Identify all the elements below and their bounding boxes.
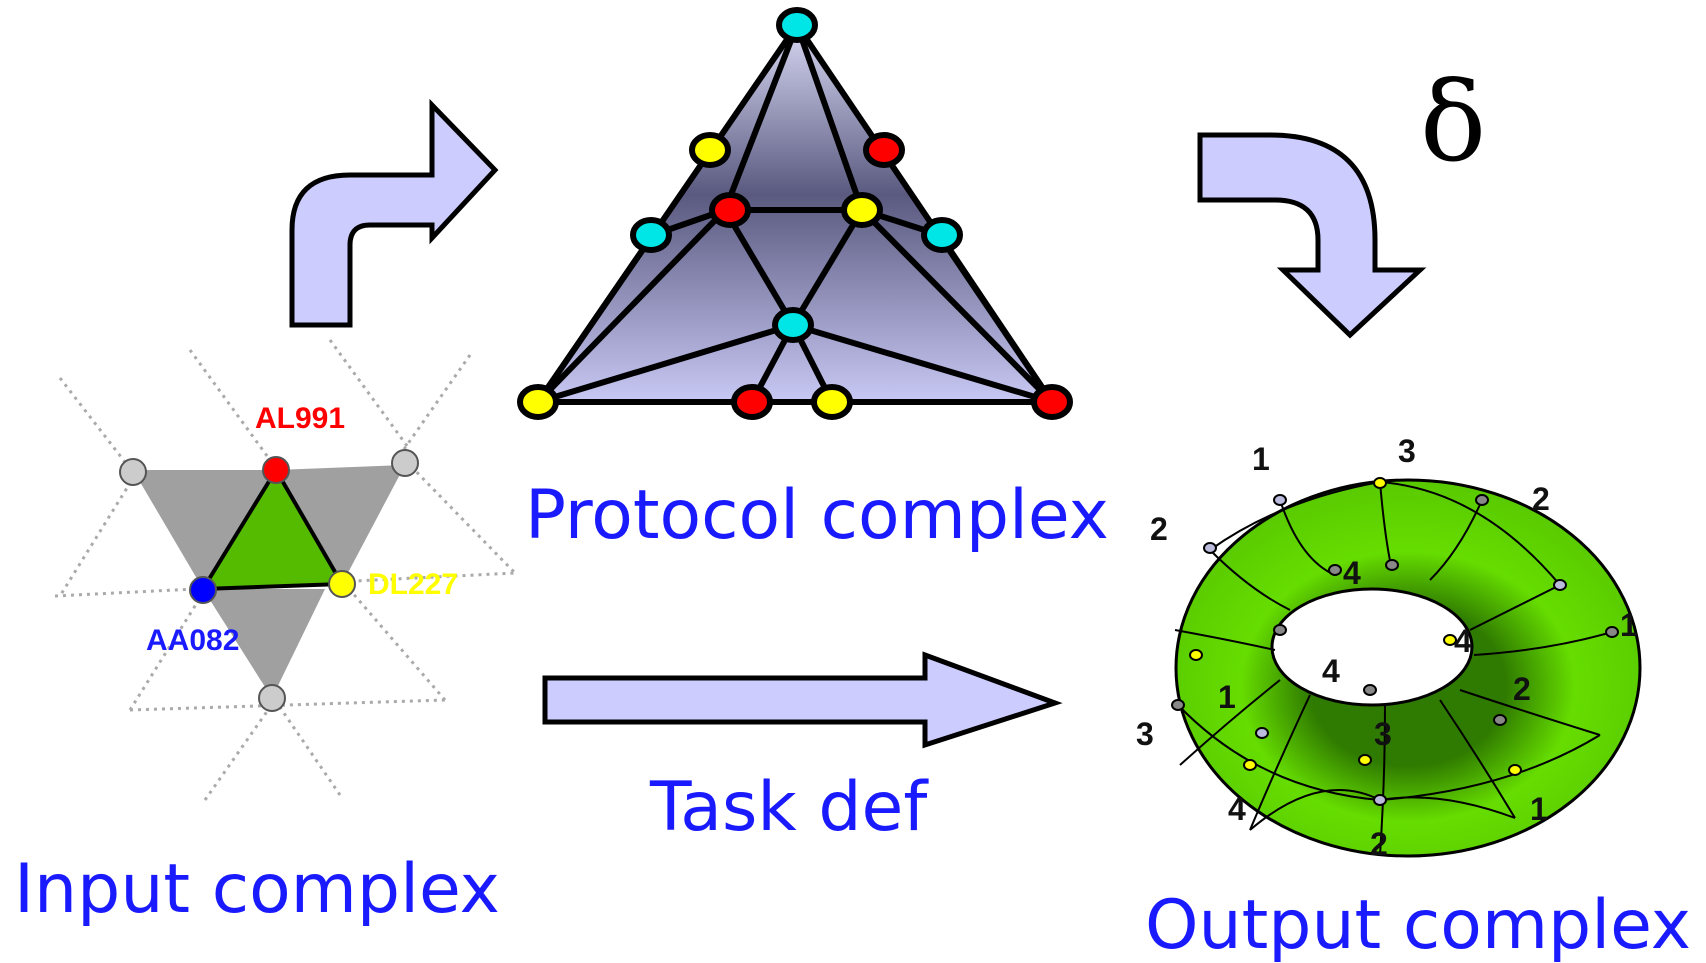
- input-green-simplex: [199, 466, 346, 592]
- protocol-vertex-red: [731, 384, 773, 420]
- protocol-vertex-cyan: [772, 307, 814, 343]
- input-label-left: AA082: [146, 624, 239, 657]
- input-vertex-yellow: [328, 570, 356, 598]
- protocol-vertices: [517, 7, 1073, 420]
- output-number: 3: [1136, 716, 1154, 752]
- input-gray-face-right: [276, 465, 405, 584]
- input-label-right: DL227: [368, 568, 458, 601]
- input-label-top: AL991: [255, 402, 345, 435]
- caption-task-def: Task def: [649, 768, 929, 847]
- torus-nodes: [1171, 477, 1619, 806]
- arrow-task-def: [542, 651, 1063, 749]
- output-number: 1: [1252, 441, 1270, 477]
- protocol-vertex-yellow: [689, 132, 731, 168]
- protocol-outer-triangle: [532, 19, 1058, 405]
- output-number: 4: [1343, 555, 1361, 591]
- output-number: 2: [1513, 671, 1531, 707]
- protocol-vertex-red: [709, 192, 751, 228]
- torus-hole: [1270, 587, 1474, 707]
- protocol-vertex-yellow: [841, 192, 883, 228]
- caption-output-complex: Output complex: [1145, 886, 1691, 963]
- output-number: 2: [1150, 511, 1168, 547]
- arrow-input-to-protocol: [289, 98, 499, 328]
- output-number: 3: [1398, 433, 1416, 469]
- output-number: 1: [1218, 679, 1236, 715]
- input-gray-face-left: [133, 470, 276, 589]
- input-complex: AL991 DL227 AA082: [54, 339, 517, 801]
- protocol-vertex-cyan: [630, 217, 672, 253]
- output-number: 1: [1530, 791, 1548, 827]
- protocol-vertex-yellow: [517, 384, 559, 420]
- output-number: 1: [1620, 607, 1638, 643]
- protocol-vertex-yellow: [811, 384, 853, 420]
- input-vertex-gray: [119, 458, 147, 486]
- input-dotted-grid: [54, 339, 517, 801]
- input-vertex-red: [262, 456, 290, 484]
- input-vertex-gray: [258, 684, 286, 712]
- protocol-vertex-cyan: [776, 7, 818, 43]
- arrow-protocol-to-output: [1197, 132, 1427, 339]
- protocol-vertex-cyan: [921, 217, 963, 253]
- caption-input-complex: Input complex: [14, 850, 500, 929]
- input-vertex-gray: [391, 449, 419, 477]
- output-number: 4: [1322, 653, 1340, 689]
- delta-symbol: δ: [1420, 58, 1486, 186]
- output-complex: 1 3 2 2 4 1 4 4 1 2 3 3 4 2 1: [1136, 433, 1642, 862]
- protocol-complex: [517, 7, 1073, 420]
- output-number: 2: [1370, 826, 1388, 862]
- output-number: 3: [1374, 716, 1392, 752]
- output-number: 4: [1228, 791, 1246, 827]
- caption-protocol-complex: Protocol complex: [525, 476, 1109, 555]
- protocol-vertex-red: [1031, 384, 1073, 420]
- output-number: 2: [1532, 481, 1550, 517]
- input-gray-face-bottom: [203, 589, 325, 698]
- input-vertex-blue: [189, 576, 217, 604]
- protocol-vertex-red: [863, 132, 905, 168]
- output-number: 4: [1454, 623, 1472, 659]
